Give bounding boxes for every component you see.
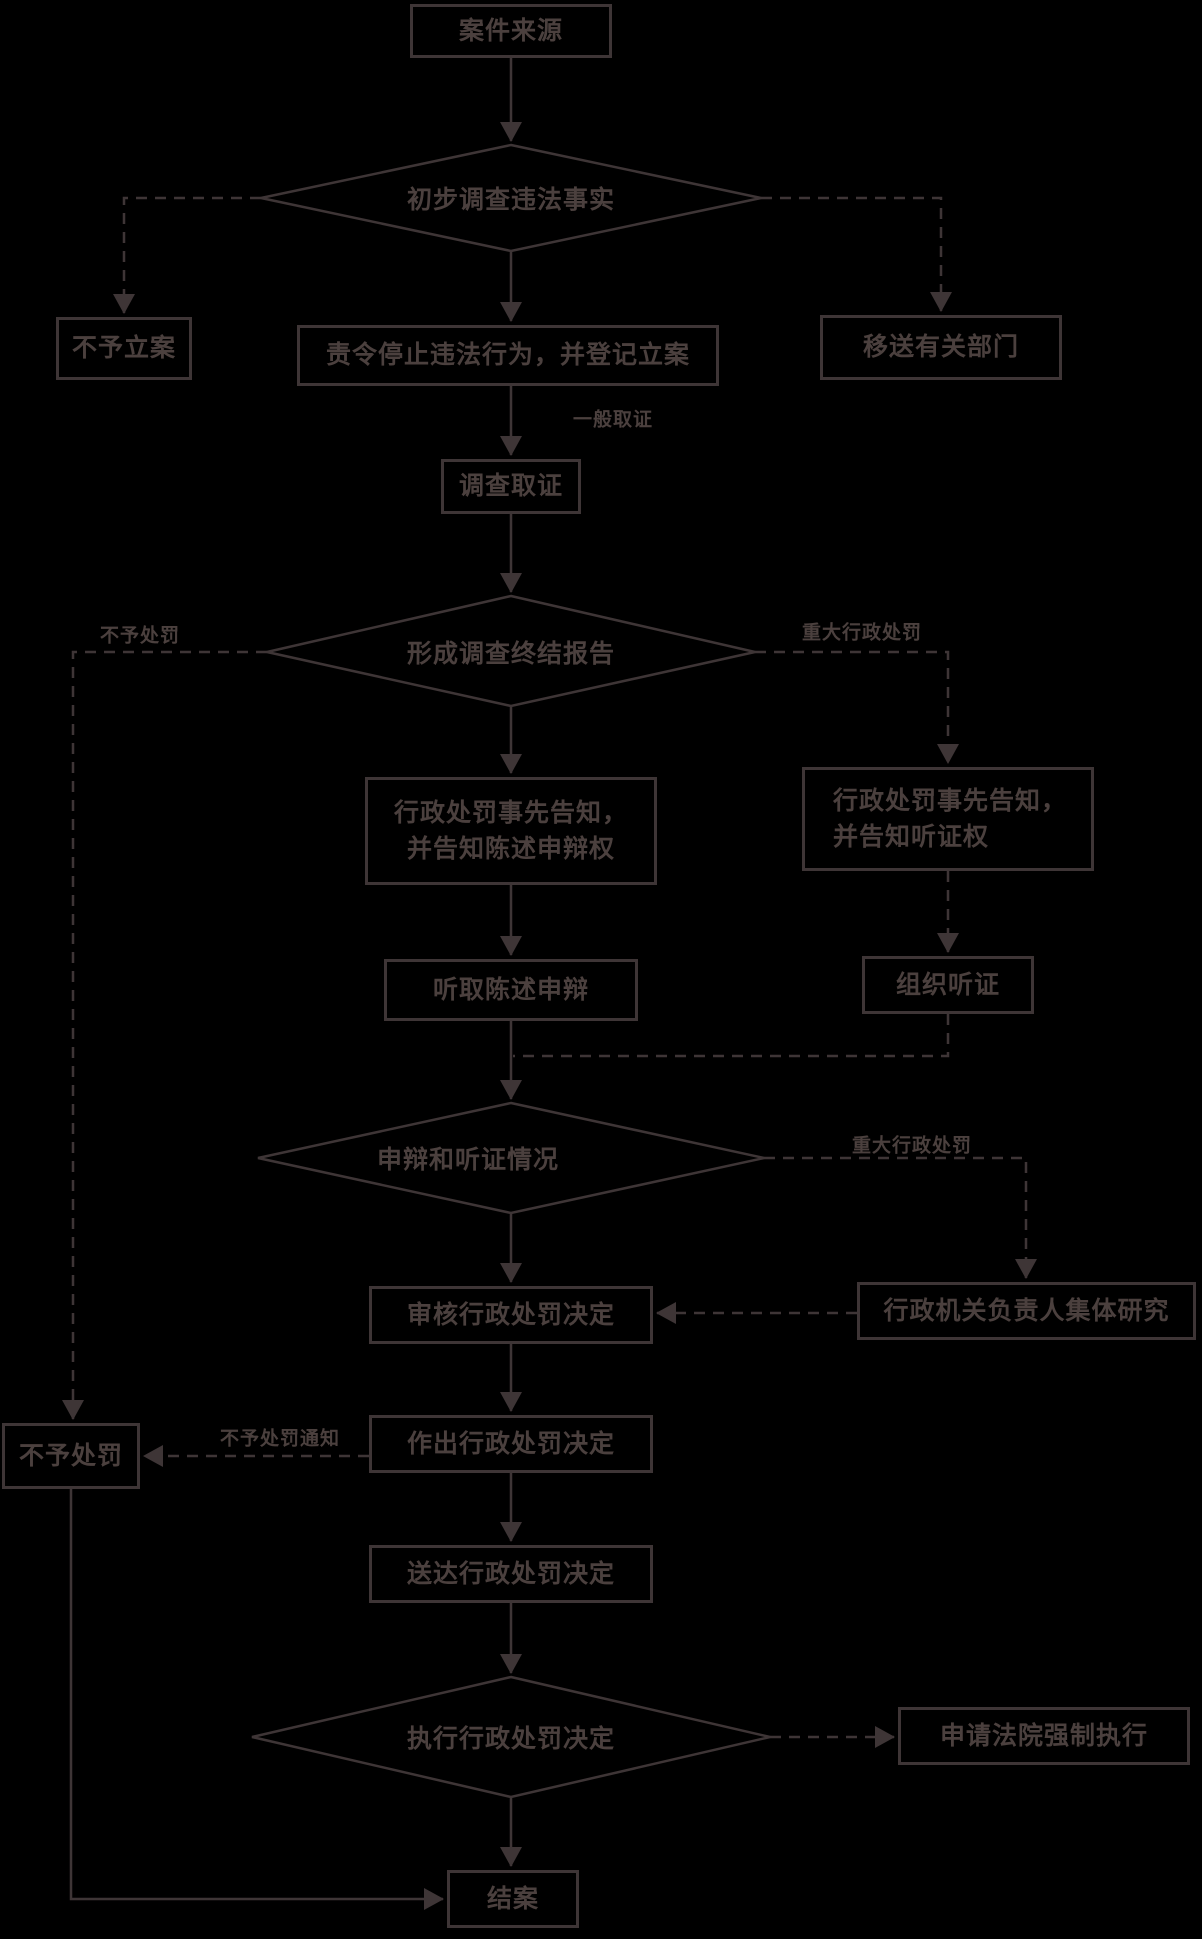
- node-collective: 行政机关负责人集体研究: [857, 1282, 1196, 1340]
- node-order-stop-label: 责令停止违法行为，并登记立案: [325, 340, 690, 370]
- node-notify-statement-line1: 行政处罚事先告知，: [393, 797, 628, 827]
- node-decide-label: 作出行政处罚决定: [406, 1428, 615, 1458]
- edge-label-major-penalty-top: 重大行政处罚: [801, 621, 923, 644]
- edge-report-notifyhearing: [755, 650, 959, 764]
- edge-label-major-penalty-mid: 重大行政处罚: [851, 1134, 973, 1157]
- edge-preliminary-nocase: [113, 196, 261, 314]
- diamond-execute-label: 执行行政处罚决定: [406, 1724, 616, 1753]
- node-court: 申请法院强制执行: [898, 1707, 1190, 1765]
- node-review: 审核行政处罚决定: [369, 1286, 653, 1344]
- node-serve: 送达行政处罚决定: [369, 1545, 653, 1603]
- node-collective-label: 行政机关负责人集体研究: [883, 1295, 1170, 1325]
- diamond-preliminary-label: 初步调查违法事实: [406, 185, 616, 214]
- node-organize-hearing-label: 组织听证: [895, 969, 1000, 999]
- edge-hearing-join: [513, 1014, 950, 1058]
- node-notify-hearing-line1: 行政处罚事先告知，: [833, 785, 1068, 815]
- edge-situation-collective: [764, 1156, 1037, 1279]
- edge-label-no-penalty-branch: 不予处罚: [99, 624, 181, 647]
- node-evidence: 调查取证: [441, 459, 581, 514]
- node-case-source: 案件来源: [410, 4, 612, 58]
- node-order-stop: 责令停止违法行为，并登记立案: [297, 325, 719, 386]
- edge-label-general-evidence: 一般取证: [572, 408, 654, 431]
- node-transfer: 移送有关部门: [820, 315, 1062, 380]
- node-no-case-label: 不予立案: [71, 333, 176, 363]
- node-organize-hearing: 组织听证: [862, 956, 1034, 1014]
- diamond-situation-label: 申辩和听证情况: [376, 1145, 560, 1174]
- edge-label-no-penalty-notice: 不予处罚通知: [219, 1427, 341, 1450]
- node-no-case: 不予立案: [56, 317, 192, 380]
- node-notify-hearing-line2: 并告知听证权: [833, 822, 990, 851]
- node-court-label: 申请法院强制执行: [939, 1720, 1148, 1750]
- node-notify-statement-line2: 并告知陈述申辩权: [406, 834, 615, 863]
- node-no-penalty-label: 不予处罚: [18, 1440, 123, 1470]
- node-close-case: 结案: [447, 1870, 579, 1928]
- node-case-source-label: 案件来源: [458, 15, 563, 45]
- edge-preliminary-transfer: [761, 196, 952, 312]
- node-notify-hearing: 行政处罚事先告知， 并告知听证权: [802, 767, 1094, 871]
- node-hear-statement: 听取陈述申辩: [384, 959, 638, 1021]
- node-hear-statement-label: 听取陈述申辩: [432, 974, 589, 1004]
- node-serve-label: 送达行政处罚决定: [406, 1558, 615, 1588]
- node-transfer-label: 移送有关部门: [862, 332, 1019, 362]
- node-no-penalty: 不予处罚: [2, 1423, 140, 1489]
- node-notify-statement: 行政处罚事先告知， 并告知陈述申辩权: [365, 777, 657, 885]
- node-review-label: 审核行政处罚决定: [406, 1299, 615, 1329]
- node-close-case-label: 结案: [486, 1883, 539, 1913]
- diamond-final-report-label: 形成调查终结报告: [406, 639, 616, 668]
- node-decide: 作出行政处罚决定: [369, 1415, 653, 1473]
- edge-report-nopenalty: [62, 650, 267, 1420]
- edge-nopenalty-close: [69, 1489, 444, 1910]
- node-evidence-label: 调查取证: [458, 471, 563, 501]
